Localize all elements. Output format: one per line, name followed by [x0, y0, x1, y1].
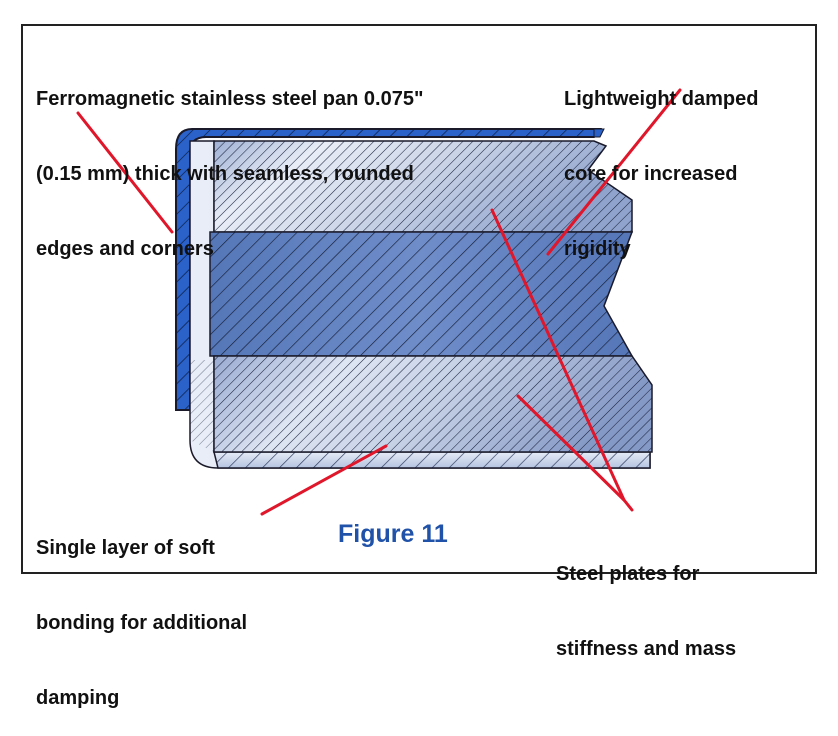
core-label: Lightweight damped core for increased ri…: [564, 37, 758, 287]
leader-plate-fork: [622, 498, 634, 512]
leader-plate-bottom: [516, 394, 626, 502]
bonding-label-line-1: Single layer of soft: [36, 537, 215, 559]
figure-canvas: [21, 24, 817, 574]
pan-label-line-1: Ferromagnetic stainless steel pan 0.075": [36, 88, 424, 110]
plates-label-line-1: Steel plates for: [556, 563, 700, 585]
leader-pan: [76, 111, 174, 234]
leader-plate-top: [490, 208, 626, 502]
pan-label-line-3: edges and corners: [36, 238, 214, 260]
leader-bonding: [260, 444, 388, 516]
damped-core: [209, 231, 634, 357]
pan-edge: [593, 128, 605, 138]
plates-label-line-2: stiffness and mass: [556, 638, 737, 660]
core-label-line-3: rigidity: [564, 238, 631, 260]
top-steel-plate: [213, 140, 633, 233]
plates-label: Steel plates for stiffness and mass: [556, 512, 736, 687]
figure-caption: Figure 11: [338, 520, 448, 548]
leader-lines: [76, 88, 682, 516]
pan-label: Ferromagnetic stainless steel pan 0.075"…: [36, 37, 423, 287]
leader-core: [546, 88, 682, 256]
bonding-label: Single layer of soft bonding for additio…: [36, 486, 247, 736]
bottom-steel-plate: [213, 355, 653, 453]
bonding-label-line-3: damping: [36, 687, 120, 709]
bonding-label-line-2: bonding for additional: [36, 612, 248, 634]
core-label-line-1: Lightweight damped: [564, 88, 759, 110]
core-label-line-2: core for increased: [564, 163, 738, 185]
pan-label-line-2: (0.15 mm) thick with seamless, rounded: [36, 163, 414, 185]
